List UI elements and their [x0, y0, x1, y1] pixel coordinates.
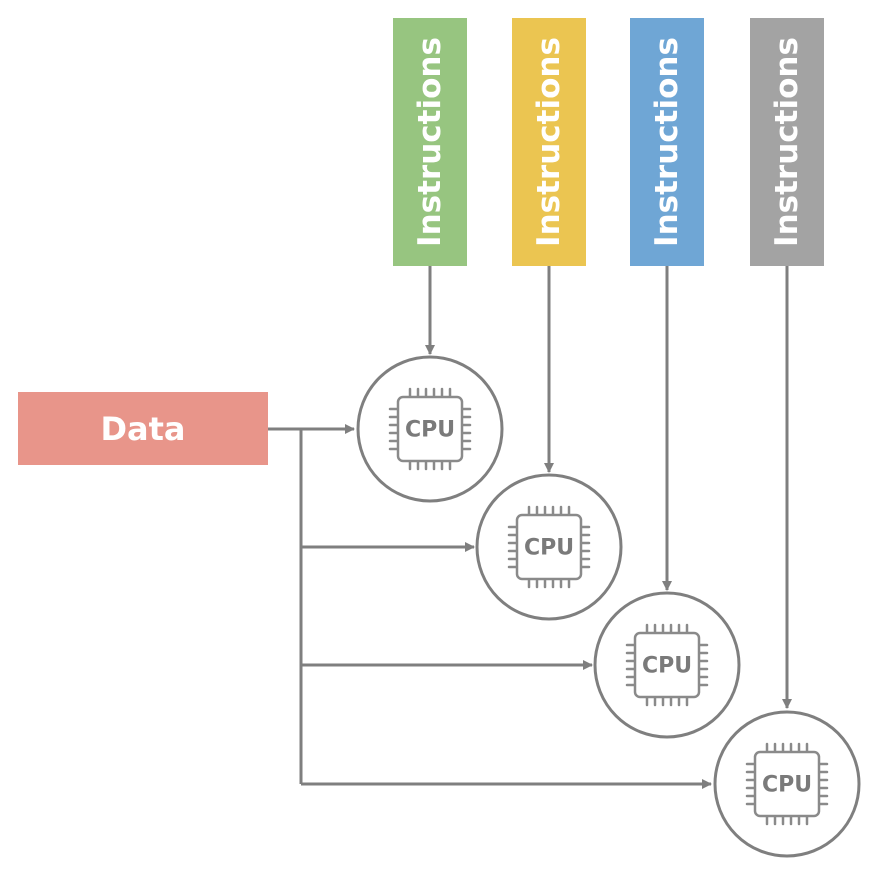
cpu-label-1: CPU [405, 418, 455, 443]
cpu-node-2: CPU [475, 473, 623, 621]
cpu-node-4: CPU [713, 710, 861, 858]
instruction-box-3: Instructions [630, 18, 704, 266]
instruction-box-2: Instructions [512, 18, 586, 266]
instruction-box-3-bg [630, 18, 704, 266]
cpu-circle [713, 710, 861, 858]
data-box: Data [18, 392, 268, 465]
cpu-chip-icon [745, 742, 829, 826]
instruction-box-4-bg [750, 18, 824, 266]
cpu-chip-icon [388, 387, 472, 471]
cpu-node-3: CPU [593, 591, 741, 739]
instruction-box-2-bg [512, 18, 586, 266]
cpu-chip-icon [625, 623, 709, 707]
cpu-circle [593, 591, 741, 739]
cpu-label-3: CPU [642, 654, 692, 679]
cpu-circle [356, 355, 504, 503]
data-label: Data [100, 410, 185, 448]
instruction-box-1: Instructions [393, 18, 467, 266]
cpu-circle [475, 473, 623, 621]
instruction-label-2: Instructions [531, 37, 567, 247]
cpu-chip-icon [507, 505, 591, 589]
cpu-node-1: CPU [356, 355, 504, 503]
data-box-bg [18, 392, 268, 465]
cpu-label-2: CPU [524, 536, 574, 561]
cpu-label-4: CPU [762, 773, 812, 798]
instruction-label-3: Instructions [649, 37, 685, 247]
instruction-label-1: Instructions [412, 37, 448, 247]
instruction-box-1-bg [393, 18, 467, 266]
instruction-box-4: Instructions [750, 18, 824, 266]
instruction-label-4: Instructions [769, 37, 805, 247]
